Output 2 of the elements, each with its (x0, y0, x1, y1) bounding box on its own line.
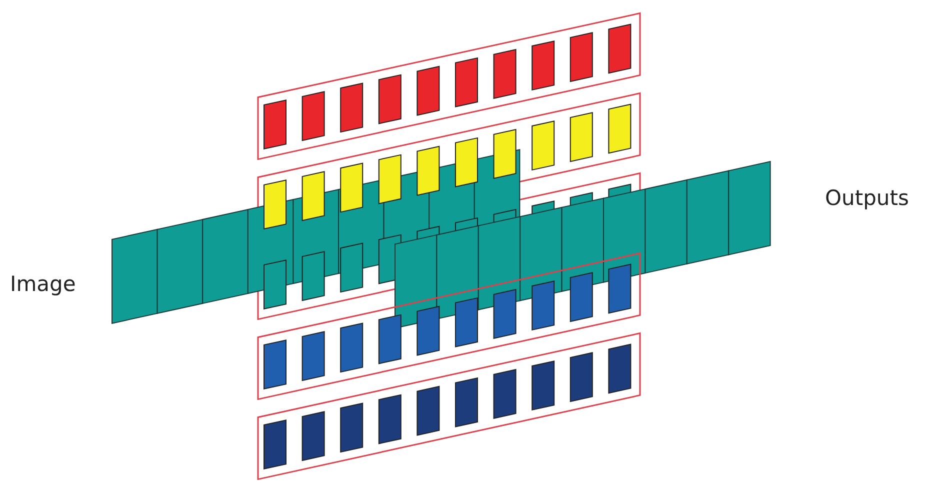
input-label: Image (10, 272, 76, 296)
output-label: Outputs (825, 186, 909, 210)
